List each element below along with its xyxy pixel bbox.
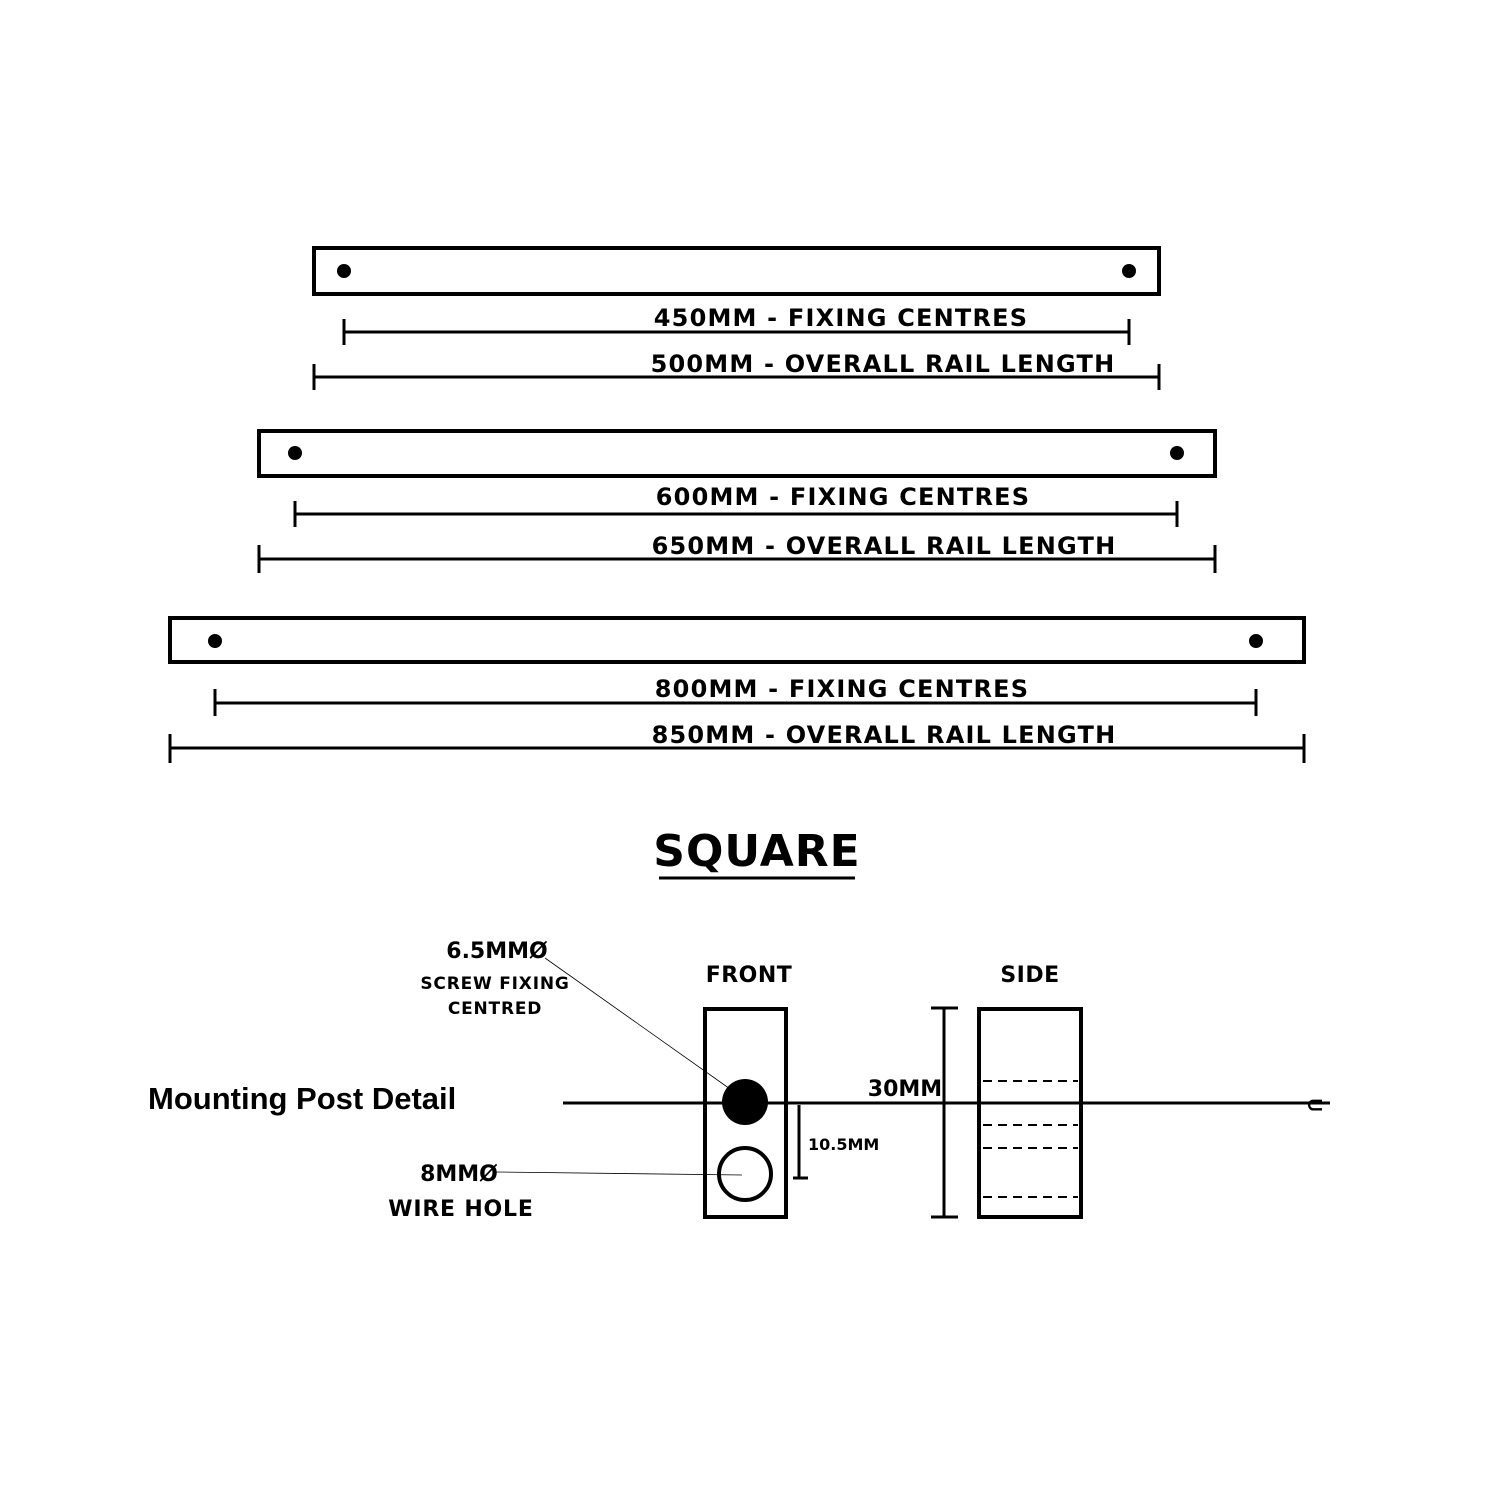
rail-500mm: 450MM - FIXING CENTRES 500MM - OVERALL R… xyxy=(312,246,1161,390)
rail-850mm: 800MM - FIXING CENTRES 850MM - OVERALL R… xyxy=(168,616,1306,763)
rail-body xyxy=(257,429,1217,478)
overall-length-label: 850MM - OVERALL RAIL LENGTH xyxy=(652,721,1117,749)
overall-length-label: 650MM - OVERALL RAIL LENGTH xyxy=(652,532,1117,560)
front-view-label: FRONT xyxy=(706,963,793,988)
fixing-centres-label: 450MM - FIXING CENTRES xyxy=(654,304,1028,332)
centreline-symbol: ⊂ xyxy=(1306,1093,1324,1118)
screw-note-line1: SCREW FIXING xyxy=(420,974,569,994)
fixing-centres-label: 600MM - FIXING CENTRES xyxy=(656,483,1030,511)
height-dimension-label: 30MM xyxy=(868,1077,942,1102)
screw-fixing-hole xyxy=(722,1079,768,1125)
height-dimension-line xyxy=(931,1006,958,1219)
fixing-hole-left xyxy=(288,446,302,460)
fixing-hole-right xyxy=(1122,264,1136,278)
rail-body xyxy=(168,616,1306,664)
post-front-view xyxy=(703,1007,788,1219)
rail-body xyxy=(312,246,1161,296)
overall-length-dimension-line xyxy=(312,364,1161,390)
fixing-hole-left xyxy=(208,634,222,648)
overall-length-dimension-line xyxy=(168,734,1306,763)
rail-650mm: 600MM - FIXING CENTRES 650MM - OVERALL R… xyxy=(257,429,1217,573)
fixing-centres-dimension-line xyxy=(213,689,1258,716)
wire-leader-line xyxy=(495,1171,743,1176)
fixing-hole-left xyxy=(337,264,351,278)
wire-note-label: WIRE HOLE xyxy=(388,1197,533,1222)
fixing-centres-dimension-line xyxy=(342,319,1131,345)
screw-leader-line xyxy=(544,957,741,1097)
screw-note-line2: CENTRED xyxy=(448,999,542,1019)
hidden-hole-lines xyxy=(983,1080,1078,1198)
offset-dimension-line xyxy=(793,1105,808,1180)
wire-hole xyxy=(717,1146,773,1202)
fixing-centres-label: 800MM - FIXING CENTRES xyxy=(655,675,1029,703)
side-view-label: SIDE xyxy=(1000,963,1059,988)
offset-dimension-label: 10.5MM xyxy=(808,1135,879,1154)
mounting-post-detail: Mounting Post Detail ⊂ FRONT 10.5MM 6.5M… xyxy=(148,939,1330,1222)
overall-length-dimension-line xyxy=(257,545,1217,573)
fixing-hole-right xyxy=(1170,446,1184,460)
overall-length-label: 500MM - OVERALL RAIL LENGTH xyxy=(651,350,1116,378)
detail-title: Mounting Post Detail xyxy=(148,1081,456,1116)
wire-size-label: 8MMØ xyxy=(420,1162,498,1187)
screw-size-label: 6.5MMØ xyxy=(446,939,548,964)
post-side-view xyxy=(977,1007,1083,1219)
section-title: SQUARE xyxy=(653,826,860,877)
fixing-centres-dimension-line xyxy=(293,501,1179,527)
fixing-hole-right xyxy=(1249,634,1263,648)
